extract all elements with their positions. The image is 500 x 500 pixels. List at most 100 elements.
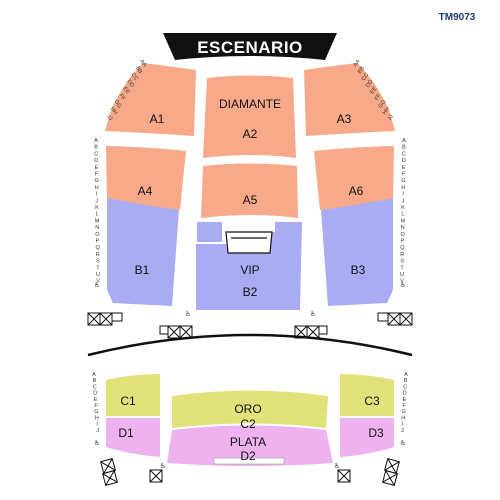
row-letter: C	[94, 151, 98, 157]
section-A3[interactable]	[304, 63, 395, 136]
row-letter: DD	[365, 79, 374, 89]
row-letter: F	[402, 172, 406, 178]
exit-icon	[87, 312, 101, 326]
row-letter: E	[94, 397, 98, 403]
section-A4[interactable]	[106, 146, 186, 210]
wheelchair-icons-lower: ♿ ♿ ♿ ♿	[94, 439, 406, 470]
row-letter: G	[94, 409, 98, 415]
exit-icons-lower	[100, 458, 400, 486]
balcony-edge	[87, 333, 413, 357]
row-letter: L	[96, 212, 99, 218]
wheelchair-area	[213, 457, 285, 465]
row-letter: CC	[130, 72, 139, 82]
row-letter: B	[93, 378, 97, 384]
section-B1[interactable]	[107, 198, 179, 306]
row-letter: U	[400, 272, 404, 278]
wheelchair-icons-upper: ♿ ♿ ♿ ♿	[94, 281, 406, 318]
section-A5[interactable]	[201, 163, 298, 219]
label-D1: D1	[118, 426, 134, 440]
row-letter: O	[95, 232, 100, 238]
wheelchair-icon: ♿	[400, 439, 406, 447]
row-letter: A	[94, 138, 98, 144]
label-oro: ORO	[234, 402, 261, 416]
exit-icon	[399, 312, 413, 326]
row-letter: AA	[353, 58, 362, 68]
row-letter: G	[401, 409, 405, 415]
row-letter: I	[96, 192, 98, 198]
row-letter: M	[95, 218, 100, 224]
row-letter: O	[400, 232, 405, 238]
section-A1[interactable]	[105, 63, 196, 136]
row-letter: E	[95, 165, 99, 171]
exit-icon	[167, 325, 181, 339]
row-letter: T	[400, 265, 404, 271]
row-letter: B	[402, 145, 406, 151]
row-letter: J	[96, 198, 99, 204]
row-letter: C	[402, 151, 406, 157]
row-letter: F	[94, 403, 98, 409]
wheelchair-icon: ♿	[334, 462, 340, 470]
section-D1[interactable]	[106, 418, 160, 457]
label-B2: B2	[243, 285, 258, 299]
stage-label: ESCENARIO	[197, 38, 303, 57]
section-C3[interactable]	[340, 374, 394, 416]
row-letter: A	[404, 372, 408, 378]
section-B3[interactable]	[321, 198, 393, 306]
row-letter: D	[403, 391, 407, 397]
label-D3: D3	[368, 426, 384, 440]
row-letter: AA	[138, 59, 147, 69]
row-letter: GG	[377, 99, 387, 109]
row-letter: N	[401, 225, 405, 231]
label-C1: C1	[120, 394, 136, 408]
section-D3[interactable]	[340, 418, 394, 457]
label-B3: B3	[351, 263, 366, 277]
section-D2[interactable]	[167, 425, 333, 467]
label-vip: VIP	[240, 263, 259, 277]
row-letter: E	[403, 397, 407, 403]
wheelchair-icon: ♿	[185, 310, 191, 318]
row-letter: C	[403, 384, 407, 390]
row-letter: F	[95, 172, 99, 178]
row-letter: V	[400, 279, 404, 285]
row-letter: R	[400, 252, 404, 258]
row-letter: B	[94, 145, 98, 151]
section-A2[interactable]	[203, 75, 296, 159]
row-letter: D	[94, 158, 98, 164]
label-C2: C2	[240, 417, 256, 431]
label-plata: PLATA	[230, 435, 266, 449]
row-letter: D	[402, 158, 406, 164]
row-letter: L	[401, 212, 404, 218]
row-letter: I	[402, 192, 404, 198]
row-letter: A	[402, 138, 406, 144]
section-C1[interactable]	[106, 374, 160, 416]
row-letter: G	[401, 178, 405, 184]
label-A6: A6	[349, 184, 364, 198]
row-letter: HH	[109, 106, 118, 116]
row-letter: I	[96, 422, 98, 428]
exit-icons-upper	[87, 312, 413, 339]
row-letter: JJ	[387, 114, 395, 122]
wheelchair-icon: ♿	[94, 439, 100, 447]
section-B2[interactable]	[196, 222, 302, 310]
sound-booth	[225, 231, 273, 254]
section-A6[interactable]	[314, 146, 394, 210]
wheelchair-icon: ♿	[400, 281, 406, 289]
exit-icon	[382, 470, 398, 486]
label-A4: A4	[138, 184, 153, 198]
row-letter: FF	[374, 92, 383, 101]
wheelchair-icon: ♿	[94, 281, 100, 289]
row-letter: CC	[361, 72, 370, 82]
section-C2[interactable]	[172, 390, 328, 429]
row-letter: GG	[113, 99, 123, 109]
label-D2: D2	[240, 449, 256, 463]
exit-icon	[99, 312, 113, 326]
row-letter: Q	[95, 245, 100, 251]
row-letter: J	[96, 428, 99, 434]
row-letter: M	[401, 218, 406, 224]
row-letter: DD	[125, 79, 134, 89]
venue-code: TM9073	[439, 12, 476, 23]
